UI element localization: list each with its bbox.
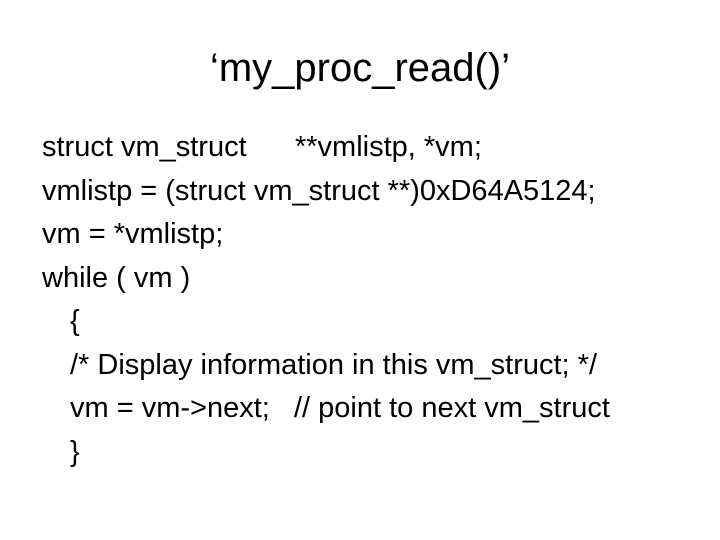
code-line-open-brace: { [70, 305, 80, 337]
code-line-declaration: struct vm_struct **vmlistp, *vm; [42, 131, 482, 163]
code-line-assign-vm: vm = *vmlistp; [42, 218, 224, 250]
code-line-assign-vmlistp: vmlistp = (struct vm_struct **)0xD64A512… [42, 174, 596, 207]
slide-title: ‘my_proc_read()’ [209, 46, 511, 90]
code-listing: struct vm_struct **vmlistp, *vm; vmlistp… [42, 126, 712, 474]
code-line-while: while ( vm ) [42, 261, 191, 294]
code-line-comment: /* Display information in this vm_struct… [70, 348, 598, 381]
code-line-close-brace: } [70, 435, 80, 468]
code-line-next: vm = vm->next; // point to next vm_struc… [70, 392, 610, 424]
